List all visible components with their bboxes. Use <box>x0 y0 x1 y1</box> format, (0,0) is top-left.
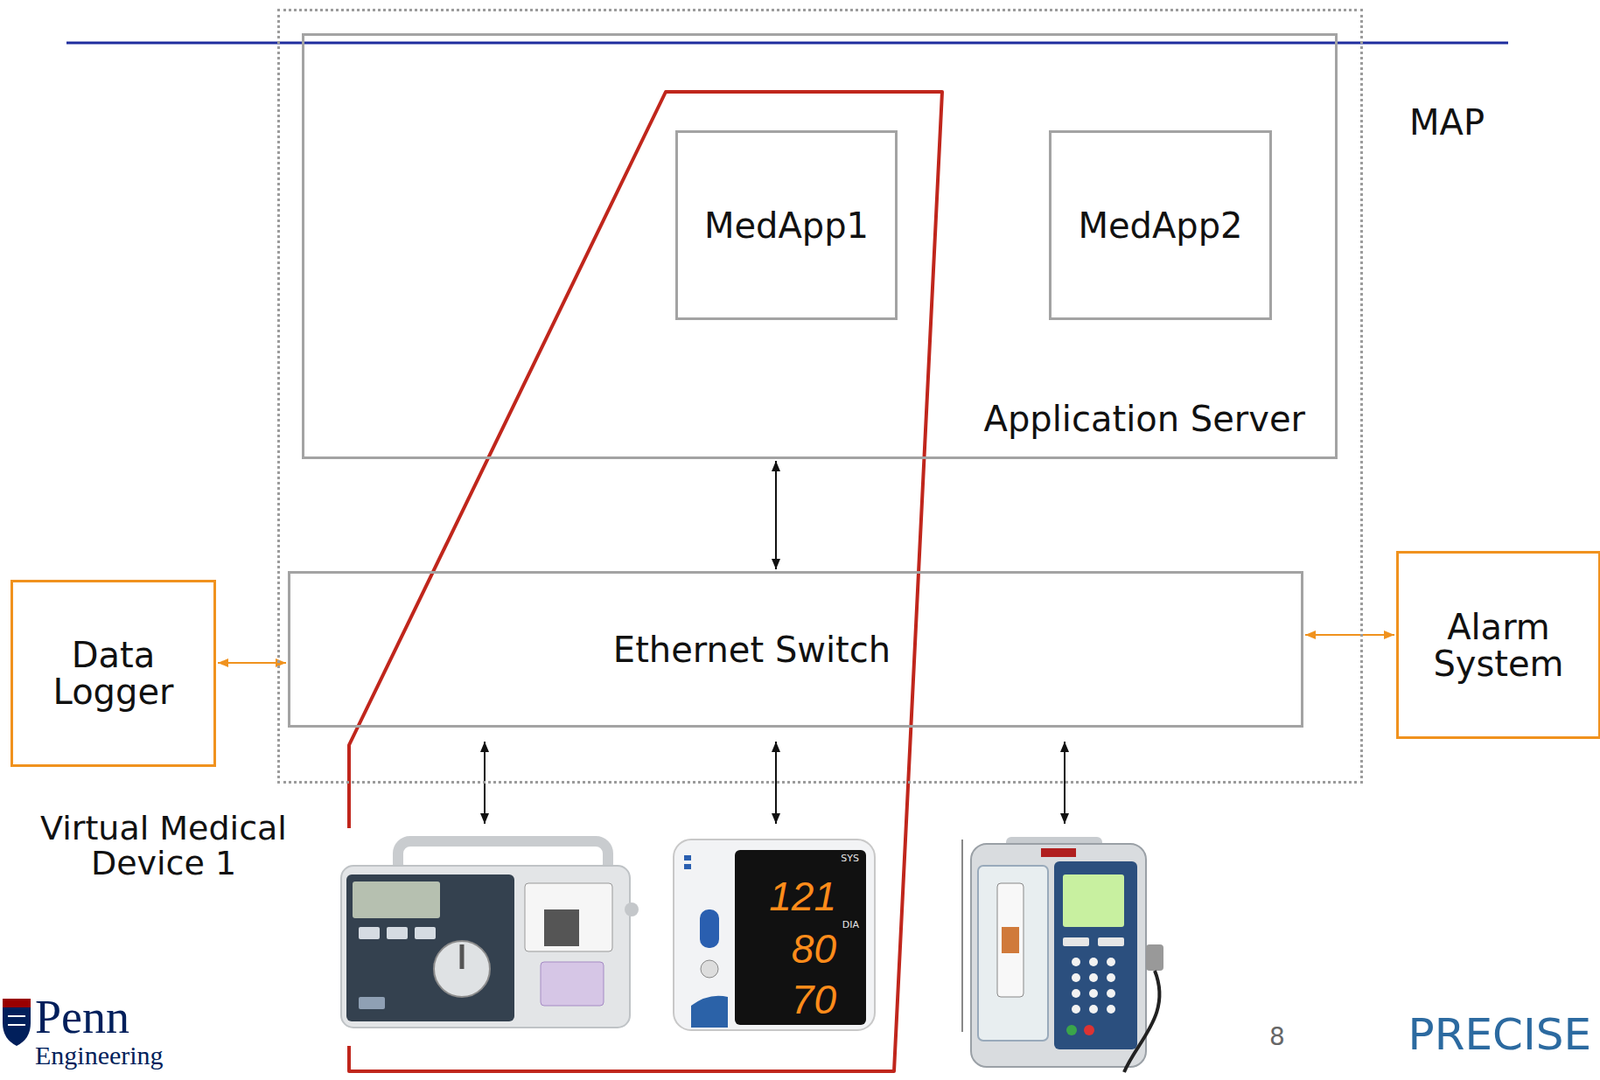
pump-button <box>1062 937 1090 947</box>
shield-mark <box>7 1016 26 1026</box>
title-rule <box>66 41 1509 45</box>
monitor-display <box>734 850 867 1026</box>
pump-button <box>1097 937 1125 947</box>
side-clamp <box>1145 944 1164 972</box>
pump-led <box>1041 848 1076 858</box>
pump-body <box>971 844 1146 1068</box>
syringe-fluid <box>1001 927 1020 954</box>
app-box: MedApp2 <box>1048 130 1272 321</box>
logo-text: PRECISE <box>1399 1013 1592 1057</box>
text-holder: MAP <box>1409 104 1485 141</box>
link-arrow <box>775 461 777 570</box>
region-label: MAP <box>1409 104 1485 141</box>
syringe-pump <box>341 841 639 1028</box>
group-caption: Virtual Medical Device 1 <box>17 811 310 882</box>
logo-text: Penn <box>34 993 130 1042</box>
server-label: Application Server <box>984 400 1306 438</box>
logo-text: Engineering <box>34 1042 164 1069</box>
text-holder: Data Logger <box>30 636 197 711</box>
syringe-holder <box>524 883 613 952</box>
app-box: MedApp1 <box>675 130 898 321</box>
keypad <box>1071 957 1116 1014</box>
syringe-clamp <box>544 909 580 947</box>
start-button <box>699 909 720 949</box>
app-label: MedApp2 <box>1077 207 1243 245</box>
bp-monitor <box>673 839 875 1031</box>
display-reading: 80 <box>740 929 837 970</box>
side-knob <box>624 902 639 917</box>
logo-shield <box>2 999 31 1047</box>
pump-door <box>978 866 1049 1042</box>
logger-label: Data Logger <box>30 636 197 711</box>
mode-button <box>700 960 719 979</box>
pump-panel <box>346 874 515 1022</box>
pump-screen <box>352 881 441 919</box>
text-holder: MedApp2 <box>1077 207 1243 245</box>
pump-button <box>414 927 436 940</box>
text-holder: Alarm System <box>1411 608 1587 683</box>
app-label: MedApp1 <box>704 207 869 245</box>
shield-band <box>2 999 31 1008</box>
alarm-label: Alarm System <box>1411 608 1587 683</box>
platform-region: MedApp1 MedApp2Application ServerEthernet… <box>277 8 1363 784</box>
text-holder: Application Server <box>984 400 1306 438</box>
pump-panel <box>1054 861 1138 1050</box>
brand-mark <box>684 855 692 861</box>
syringe <box>997 883 1024 998</box>
shield <box>2 999 31 1047</box>
pump-button <box>358 927 380 940</box>
alarm-box: Alarm System <box>1396 551 1600 740</box>
display-reading: 70 <box>740 979 837 1021</box>
syringe-label <box>540 962 604 1007</box>
pump-button <box>386 927 408 940</box>
page-number: 8 <box>1259 1025 1295 1050</box>
monitor-body <box>673 839 875 1031</box>
switch-label: Ethernet Switch <box>613 631 891 669</box>
text-holder: MedApp1 <box>704 207 869 245</box>
link-arrow <box>217 662 287 664</box>
server-box: MedApp1 MedApp2Application Server <box>301 33 1338 460</box>
status-light <box>1083 1025 1095 1036</box>
link-arrow <box>1305 634 1395 636</box>
switch-box: Ethernet Switch <box>287 571 1304 728</box>
display-legend: SYS <box>813 853 860 864</box>
pump-screen <box>1062 874 1125 928</box>
brand-emblem <box>691 996 728 1028</box>
display-reading: 121 <box>740 876 837 917</box>
photo-edge <box>961 839 964 1033</box>
pump-cable <box>1124 971 1160 1073</box>
knob-pointer <box>460 944 465 970</box>
pump-knob <box>433 941 490 998</box>
status-light <box>1066 1025 1077 1036</box>
logger-box: Data Logger <box>10 579 217 768</box>
infusion-pump <box>962 837 1164 1073</box>
brand-mark <box>684 864 692 870</box>
pump-body <box>341 866 630 1028</box>
text-holder: Ethernet Switch <box>609 631 895 669</box>
pump-button <box>358 997 385 1010</box>
